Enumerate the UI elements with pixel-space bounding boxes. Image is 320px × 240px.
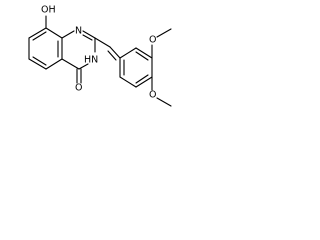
methoxy-top (151, 28, 172, 59)
bond (28, 58, 47, 70)
hydroxyl-label: OH (41, 5, 56, 16)
bond (119, 47, 137, 59)
dimethoxyphenyl-ring (119, 47, 153, 88)
bond (45, 58, 63, 70)
bond (78, 63, 89, 70)
double-bond-inner (32, 31, 47, 41)
bond (94, 37, 111, 48)
double-bond-inner (82, 34, 93, 41)
double-bond-inner (135, 74, 149, 84)
bond (109, 46, 121, 59)
bond (61, 30, 75, 39)
bond (28, 27, 47, 39)
bond (61, 58, 80, 70)
structure-diagram: OH N HN O O O (28, 5, 172, 107)
bond (135, 76, 153, 88)
bond (45, 27, 63, 39)
double-bond-inner (107, 50, 117, 61)
vinyl-linker (94, 37, 121, 61)
methoxy-bottom (151, 76, 172, 107)
bond (156, 97, 172, 107)
bond (156, 28, 172, 38)
carbonyl-oxygen-label: O (75, 83, 82, 94)
benzo-ring (28, 27, 63, 70)
bond (135, 47, 153, 59)
double-bond-inner (135, 51, 149, 61)
bond (119, 76, 137, 88)
methoxy-top-oxygen-label: O (149, 35, 156, 46)
double-bond-inner (32, 56, 47, 66)
bond (82, 30, 96, 39)
pyrimidinone-ring (61, 30, 96, 70)
nh-label: HN (84, 55, 98, 66)
methoxy-bottom-oxygen-label: O (149, 90, 156, 101)
ring-nitrogen-label: N (75, 26, 82, 37)
